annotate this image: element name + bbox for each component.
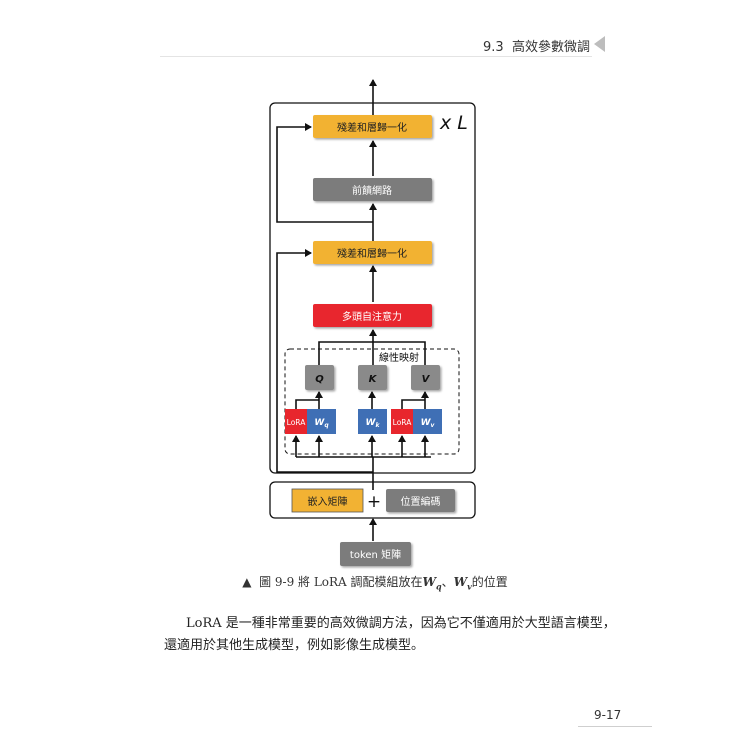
caption-triangle-icon: ▲: [242, 575, 252, 589]
svg-text:token 矩陣: token 矩陣: [350, 548, 401, 561]
section-title: 高效參數微調: [511, 40, 590, 55]
wq-block: Wq: [307, 409, 336, 434]
figure-caption: ▲ 圖 9-9 將 LoRA 調配模組放在Wq、Wv的位置: [242, 575, 508, 592]
token-matrix-block: token 矩陣: [340, 542, 411, 566]
header-triangle-icon: [594, 36, 605, 52]
svg-text:殘差和層歸一化: 殘差和層歸一化: [337, 247, 407, 260]
plus-sign: +: [367, 492, 381, 512]
svg-text:Wk: Wk: [366, 418, 381, 429]
footer-rule: [578, 726, 652, 727]
add-norm-mid-block: 殘差和層歸一化: [313, 241, 432, 264]
lora-v-block: LoRA: [391, 409, 413, 434]
svg-text:Wq: Wq: [314, 418, 329, 429]
svg-text:Q: Q: [315, 374, 324, 385]
body-paragraph-line-2: 還適用於其他生成模型，例如影像生成模型。: [164, 638, 425, 653]
svg-text:V: V: [422, 374, 431, 385]
wv-block: Wv: [413, 409, 442, 434]
query-block: Q: [305, 365, 334, 390]
svg-text:K: K: [369, 374, 378, 385]
lora-transformer-diagram: x L 線性映射 殘差和層歸一: [269, 79, 476, 566]
wk-block: Wk: [358, 409, 387, 434]
svg-text:多頭自注意力: 多頭自注意力: [342, 310, 402, 323]
positional-encoding-block: 位置編碼: [386, 489, 455, 512]
svg-text:前饋網路: 前饋網路: [352, 184, 392, 197]
svg-text:嵌入矩陣: 嵌入矩陣: [308, 495, 348, 508]
svg-text:Wv: Wv: [421, 418, 436, 429]
body-paragraph-line-1: LoRA 是一種非常重要的高效微調方法，因為它不僅適用於大型語言模型，: [186, 616, 616, 631]
svg-text:LoRA: LoRA: [393, 418, 413, 427]
header-rule: [160, 56, 592, 57]
header-title: 9.3 高效參數微調: [483, 36, 590, 55]
page-number: 9-17: [594, 708, 622, 722]
svg-text:位置編碼: 位置編碼: [401, 495, 441, 508]
embedding-block: 嵌入矩陣: [291, 488, 364, 513]
key-block: K: [358, 365, 387, 390]
add-norm-top-block: 殘差和層歸一化: [313, 115, 432, 138]
multi-head-attention-block: 多頭自注意力: [313, 304, 432, 327]
linear-projection-label: 線性映射: [379, 351, 419, 364]
svg-text:LoRA: LoRA: [287, 418, 307, 427]
linear-projection-region: [284, 348, 460, 455]
lora-q-block: LoRA: [285, 409, 307, 434]
feed-forward-block: 前饋網路: [313, 178, 432, 201]
section-number: 9.3: [483, 40, 504, 55]
value-block: V: [411, 365, 440, 390]
input-frame: [269, 481, 476, 519]
svg-text:殘差和層歸一化: 殘差和層歸一化: [337, 121, 407, 134]
repeat-label: x L: [439, 112, 468, 134]
